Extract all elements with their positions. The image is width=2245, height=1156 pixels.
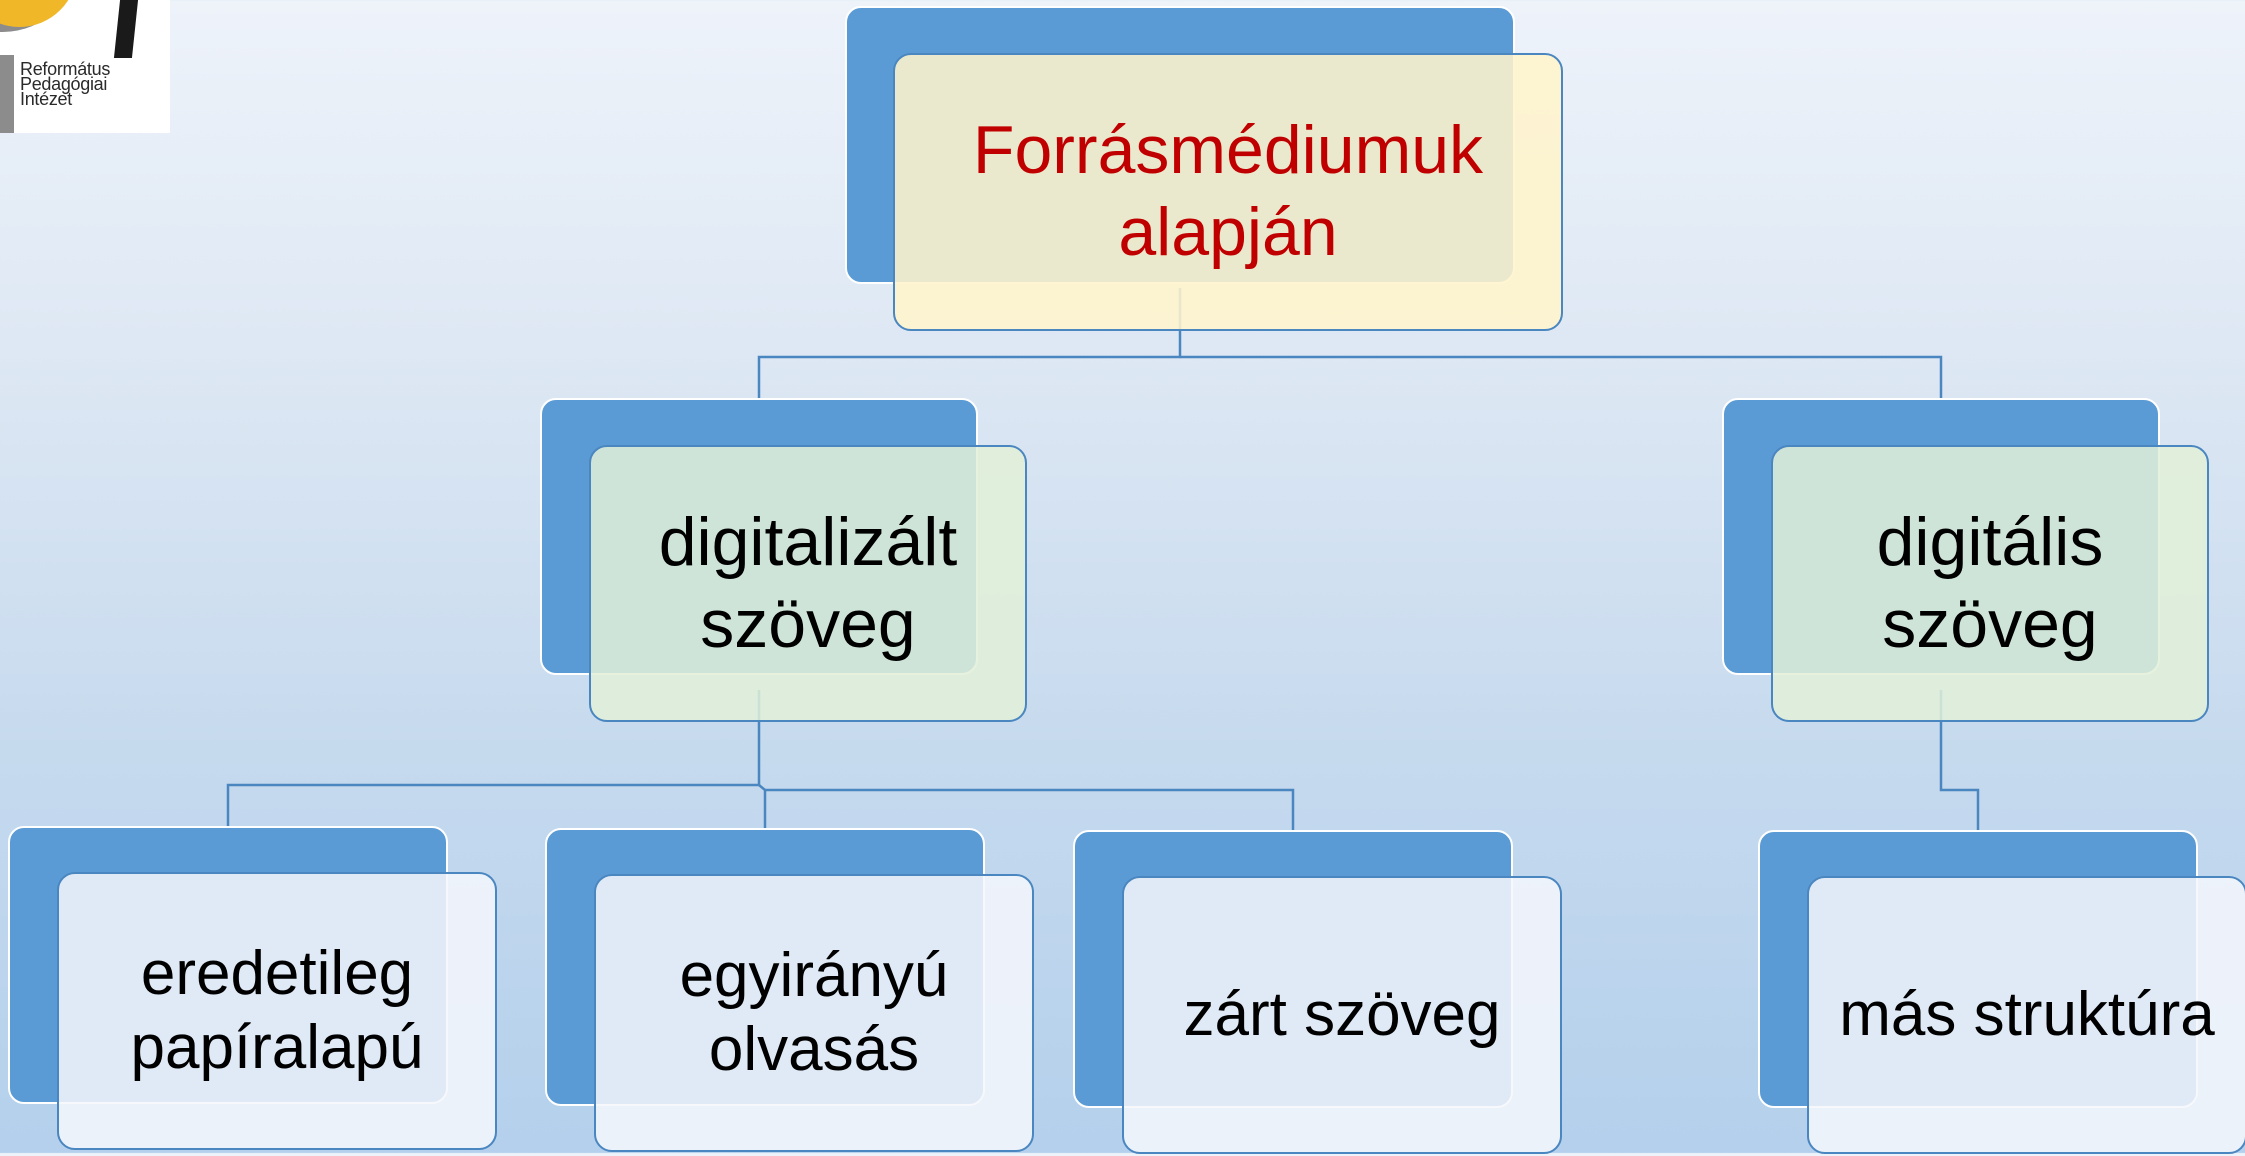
connector-digitalizalt-to-zart (765, 788, 1295, 830)
node-eredetileg: eredetileg papíralapú (8, 826, 498, 1152)
node-eredetileg-label: eredetileg papíralapú (130, 938, 424, 1082)
node-zart-label: zárt szöveg (1183, 979, 1501, 1049)
node-digitalizalt: digitalizált szöveg (540, 398, 1030, 724)
node-egyiranyu-box: egyirányú olvasás (594, 874, 1034, 1152)
node-zart: zárt szöveg (1073, 830, 1563, 1156)
node-mas-label: más struktúra (1839, 979, 2215, 1049)
node-mas-box: más struktúra (1807, 876, 2245, 1154)
node-digitalis-box: digitális szöveg (1771, 445, 2209, 722)
node-zart-box: zárt szöveg (1122, 876, 1562, 1154)
node-eredetileg-box: eredetileg papíralapú (57, 872, 497, 1150)
node-root: Forrásmédiumuk alapján (845, 6, 1565, 332)
node-egyiranyu-label: egyirányú olvasás (679, 940, 949, 1084)
node-digitalis-label: digitális szöveg (1876, 503, 2104, 662)
connector-digitalis-to-mas (1939, 690, 1980, 830)
node-digitalizalt-box: digitalizált szöveg (589, 445, 1027, 722)
node-digitalizalt-label: digitalizált szöveg (658, 503, 958, 662)
node-digitalis: digitális szöveg (1722, 398, 2212, 724)
logo-text: Református Pedagógiai Intézet (20, 59, 111, 109)
logo-gray-stem (0, 55, 14, 133)
node-mas: más struktúra (1758, 830, 2245, 1156)
logo-line-2: Pedagógiai (20, 74, 108, 94)
node-root-label: Forrásmédiumuk alapján (972, 112, 1484, 270)
node-egyiranyu: egyirányú olvasás (545, 828, 1035, 1154)
connector-root-to-digitalis (1180, 355, 1943, 398)
logo-line-3: Intézet (20, 89, 72, 109)
connector-digitalizalt-to-eredetileg (226, 690, 761, 826)
logo-line-1: Református (20, 59, 111, 79)
institute-logo: Református Pedagógiai Intézet (0, 0, 170, 133)
node-root-box: Forrásmédiumuk alapján (893, 53, 1563, 331)
connector-digitalizalt-to-egyiranyu (758, 784, 767, 828)
